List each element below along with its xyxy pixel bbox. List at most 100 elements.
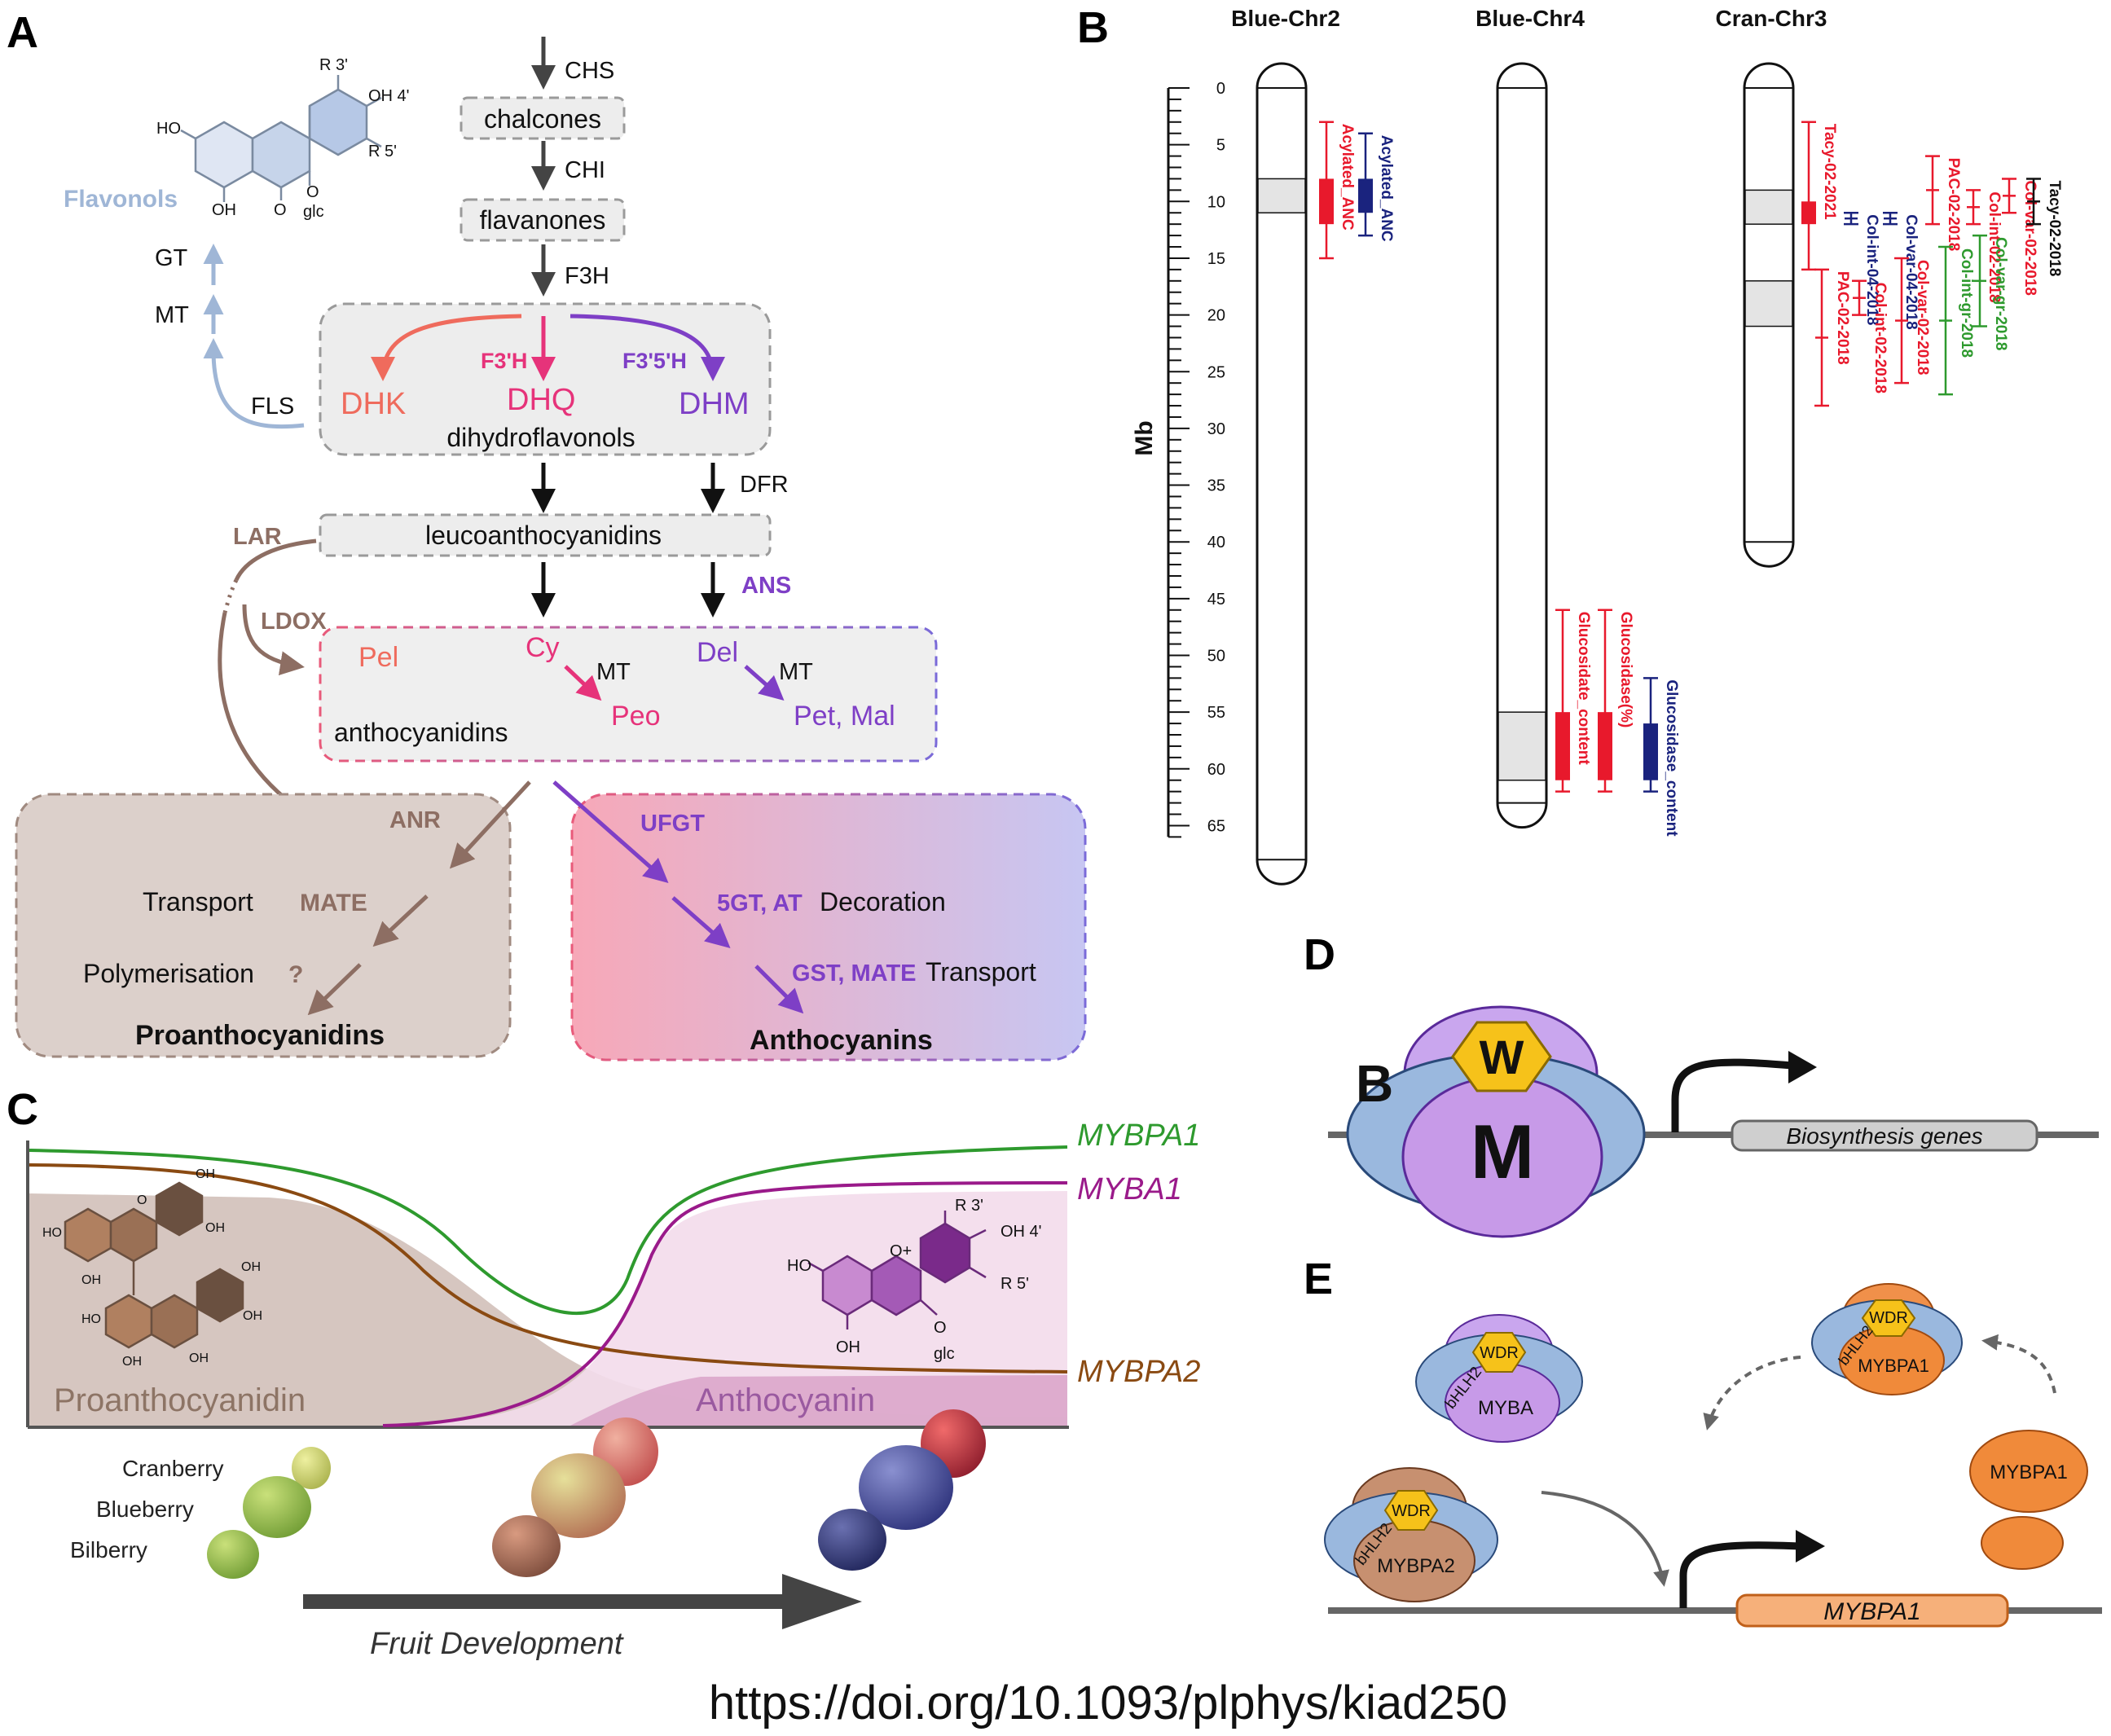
pel-label: Pel bbox=[358, 642, 398, 673]
f35h-label: F3'5'H bbox=[622, 349, 687, 373]
mt-flav-label: MT bbox=[155, 302, 189, 328]
flavonol-ho: HO bbox=[156, 120, 181, 138]
development-label: Fruit Development bbox=[370, 1627, 624, 1661]
chalcones-box bbox=[460, 96, 626, 140]
myba1-label: MYBA1 bbox=[1077, 1172, 1182, 1206]
flavonol-oh4: OH 4' bbox=[368, 87, 410, 105]
e-transcription-head bbox=[1796, 1530, 1825, 1562]
mb-tick-label: 45 bbox=[1207, 591, 1225, 609]
qtl-peak bbox=[1643, 723, 1658, 780]
pa-title: Proanthocyanidins bbox=[135, 1020, 385, 1051]
pa-mate-label: MATE bbox=[300, 890, 367, 916]
chromosome-body bbox=[1256, 62, 1308, 886]
blueberry-label: Blueberry bbox=[96, 1496, 194, 1522]
lar-dotted bbox=[222, 578, 239, 613]
d-transcription-arrow bbox=[1671, 1058, 1793, 1132]
f35h-dhm-arrow bbox=[570, 314, 725, 381]
dhq-label: DHQ bbox=[507, 383, 575, 417]
e-mybpa1-complex bbox=[1811, 1283, 1963, 1395]
flavonol-structure bbox=[180, 75, 382, 202]
panel-a: A CHS chalcones CHI flavanones F3H F3'H … bbox=[7, 8, 1087, 1061]
qtl-label: Tacy-02-2021 bbox=[1821, 124, 1838, 220]
doi-text: https://doi.org/10.1093/plphys/kiad250 bbox=[709, 1677, 1507, 1729]
qtl-label: PAC-02-2018 bbox=[1945, 158, 1962, 252]
e-free-mybpa1 bbox=[1969, 1430, 2088, 1513]
del-pet-arrow bbox=[744, 665, 785, 701]
anth-struct-o: O bbox=[934, 1319, 947, 1337]
chromosome-band bbox=[1497, 711, 1546, 781]
chromosome-band bbox=[1257, 178, 1306, 213]
d-w-label: W bbox=[1480, 1031, 1524, 1084]
mybpa2-curve bbox=[29, 1163, 1068, 1373]
ldox-label: LDOX bbox=[261, 609, 327, 635]
pa-struct-oh-6: OH bbox=[122, 1355, 142, 1369]
qtl-label: Col-int-02-2018 bbox=[1871, 283, 1889, 393]
cy-peo-arrow bbox=[564, 665, 602, 701]
anth-struct-ho: HO bbox=[787, 1257, 811, 1275]
qtl-label: Col-int-gr-2018 bbox=[1958, 248, 1975, 358]
anth-struct-oh: OH bbox=[836, 1338, 860, 1356]
pa-transport-label: Transport bbox=[143, 887, 253, 916]
mb-tick-label: 60 bbox=[1207, 761, 1225, 779]
mybpa2-label: MYBPA2 bbox=[1077, 1355, 1200, 1389]
mt-del-label: MT bbox=[779, 659, 813, 685]
transport-arrow bbox=[754, 965, 804, 1014]
anth-box bbox=[570, 793, 1087, 1061]
ufgt-label: UFGT bbox=[640, 811, 705, 837]
pa-area-label: Proanthocyanidin bbox=[54, 1382, 306, 1418]
e-mybpa2-wdr: WDR bbox=[1392, 1502, 1431, 1520]
development-arrow-head bbox=[782, 1574, 862, 1629]
qtl-label: Acylated_ANC bbox=[1339, 124, 1356, 231]
d-gene-label: Biosynthesis genes bbox=[1786, 1123, 1982, 1149]
anth-struct-oplus: O+ bbox=[890, 1242, 912, 1260]
flavanones-box bbox=[460, 198, 626, 242]
panel-c-letter: C bbox=[7, 1085, 38, 1134]
flavonol-r5: R 5' bbox=[368, 143, 397, 160]
fls-label: FLS bbox=[251, 393, 294, 420]
e-mybpa2-label: MYBPA2 bbox=[1377, 1555, 1455, 1577]
e-dashed-arrow-left bbox=[1703, 1356, 1801, 1431]
mt-cy-label: MT bbox=[596, 659, 631, 685]
mybpa1-curve bbox=[29, 1145, 1068, 1316]
chalcones-label: chalcones bbox=[484, 104, 601, 134]
qtl-peak bbox=[1801, 201, 1816, 225]
panel-b-letter: B bbox=[1077, 3, 1109, 52]
d-gene-box bbox=[1731, 1119, 2038, 1152]
qtl-peak bbox=[1319, 178, 1334, 225]
mb-axis-label: Mb bbox=[1131, 420, 1158, 455]
flavonol-oring: O bbox=[306, 183, 319, 201]
e-myba-wdr: WDR bbox=[1480, 1344, 1519, 1362]
chromosome-title: Blue-Chr4 bbox=[1476, 6, 1585, 31]
pa-area bbox=[29, 1193, 1067, 1426]
dhk-label: DHK bbox=[341, 387, 406, 421]
anth-area-label: Anthocyanin bbox=[696, 1382, 875, 1418]
mb-tick-label: 20 bbox=[1207, 307, 1225, 325]
anth-struct-r5: R 5' bbox=[1001, 1275, 1029, 1293]
chromosome-band bbox=[1744, 280, 1793, 327]
anth-structure bbox=[807, 1211, 987, 1329]
polymerisation-label: Polymerisation bbox=[83, 959, 254, 988]
qtl-peak bbox=[1555, 712, 1570, 780]
panel-c: C MYBPA1 MYBA1 MYBPA2 Proanthocyanidin A… bbox=[7, 1085, 1200, 1661]
polymer-arrow bbox=[307, 963, 362, 1016]
bilberry-label: Bilberry bbox=[70, 1537, 147, 1562]
cy-label: Cy bbox=[526, 632, 560, 663]
e-dashed-arrow-right bbox=[1981, 1334, 2056, 1394]
d-b-label: B bbox=[1356, 1054, 1393, 1113]
flavonol-o: O bbox=[274, 201, 287, 219]
pa-struct-oh-4: OH bbox=[241, 1260, 261, 1274]
fls-arrow bbox=[203, 338, 305, 429]
mb-tick-label: 55 bbox=[1207, 704, 1225, 722]
flavonol-r3: R 3' bbox=[319, 56, 348, 74]
flavonol-oh: OH bbox=[212, 201, 236, 219]
anth-struct-r3: R 3' bbox=[955, 1197, 983, 1215]
petmal-label: Pet, Mal bbox=[794, 701, 895, 732]
chromosome-body bbox=[1496, 62, 1548, 829]
myba1-curve bbox=[382, 1181, 1068, 1427]
anth-title: Anthocyanins bbox=[750, 1025, 933, 1056]
ldox-arrow bbox=[242, 604, 305, 676]
panel-d: D W B M Biosynthesis genes bbox=[1304, 930, 2099, 1238]
panel-e: E WDR bHLH2 MYBA WDR bHLH2 MYBPA2 W bbox=[1304, 1255, 2102, 1628]
mb-tick-label: 65 bbox=[1207, 817, 1225, 835]
